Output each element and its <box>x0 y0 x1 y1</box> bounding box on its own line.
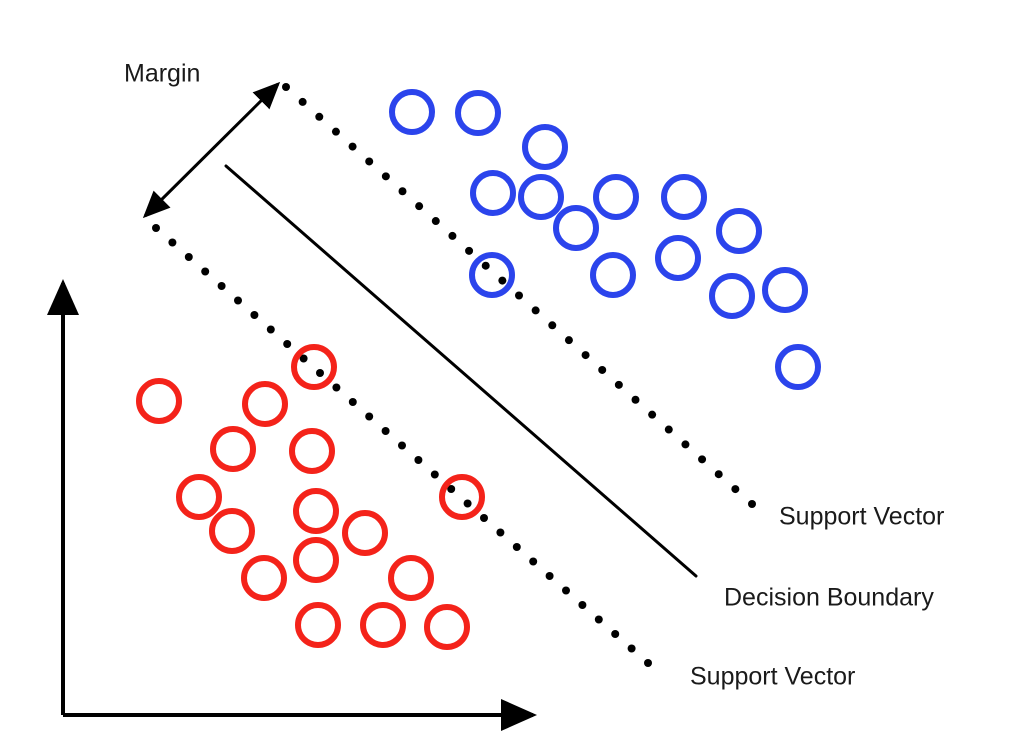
data-point <box>388 555 434 601</box>
data-point <box>424 604 470 650</box>
data-point <box>295 602 341 648</box>
data-point <box>553 205 599 251</box>
data-point <box>289 428 335 474</box>
decision-boundary-line <box>224 164 698 578</box>
data-point <box>775 344 821 390</box>
support-vector-top-label: Support Vector <box>779 503 944 531</box>
data-point <box>661 174 707 220</box>
data-point <box>210 426 256 472</box>
support-vector-line-bottom <box>152 224 652 667</box>
data-points-class-red <box>136 344 485 650</box>
data-point <box>709 273 755 319</box>
data-point <box>522 124 568 170</box>
data-point <box>176 474 222 520</box>
decision-boundary-label: Decision Boundary <box>724 584 934 612</box>
support-vector-lines <box>152 83 756 667</box>
data-point <box>209 508 255 554</box>
data-point <box>762 267 808 313</box>
support-vector-bottom-label: Support Vector <box>690 663 855 691</box>
data-point <box>342 510 388 556</box>
data-point <box>716 208 762 254</box>
axes <box>47 279 537 731</box>
data-point <box>241 555 287 601</box>
data-point <box>439 474 485 520</box>
decision-boundary <box>224 164 698 578</box>
data-point <box>593 174 639 220</box>
data-point <box>455 90 501 136</box>
margin-label: Margin <box>124 60 200 88</box>
data-point <box>655 235 701 281</box>
data-point <box>291 344 337 390</box>
data-points-class-blue <box>389 89 821 390</box>
data-point <box>470 170 516 216</box>
data-point <box>389 89 435 135</box>
data-point <box>136 378 182 424</box>
margin-arrow <box>142 81 281 219</box>
data-point <box>518 174 564 220</box>
data-point <box>242 381 288 427</box>
data-point <box>469 252 515 298</box>
data-point <box>360 602 406 648</box>
data-point <box>293 537 339 583</box>
data-point <box>293 488 339 534</box>
support-vector-line-top <box>282 83 756 508</box>
margin-double-arrow <box>142 81 281 219</box>
data-point <box>590 252 636 298</box>
